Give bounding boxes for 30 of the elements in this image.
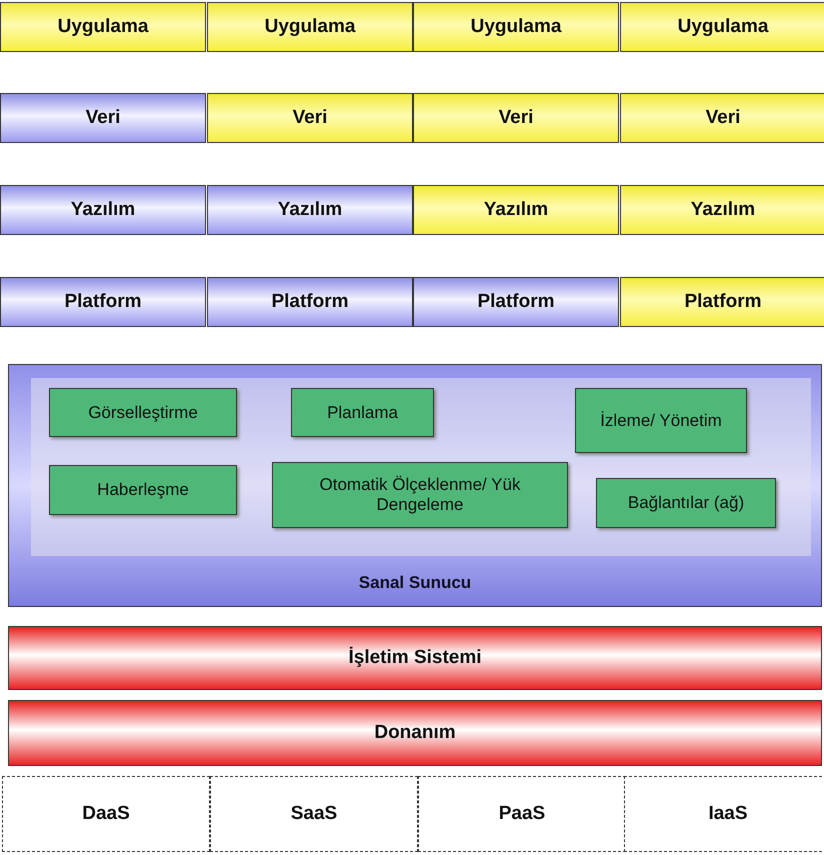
layer-cell: Yazılım [413, 185, 619, 235]
layer-cell: Platform [413, 277, 619, 327]
layer-cell: Uygulama [620, 2, 824, 52]
layer-cell: Platform [0, 277, 206, 327]
band-title: Sanal Sunucu [358, 573, 472, 593]
service-box: İzleme/ Yönetim [575, 388, 747, 453]
service-model-cell: IaaS [624, 776, 824, 852]
layer-cell: Uygulama [413, 2, 619, 52]
layer-bar: Donanım [8, 700, 822, 766]
layer-bar: İşletim Sistemi [8, 626, 822, 690]
layer-cell: Yazılım [207, 185, 413, 235]
layer-cell: Yazılım [620, 185, 824, 235]
service-model-cell: PaaS [418, 776, 626, 852]
layer-cell: Uygulama [207, 2, 413, 52]
service-model-cell: DaaS [2, 776, 210, 852]
service-box: Planlama [291, 388, 434, 437]
layer-cell: Yazılım [0, 185, 206, 235]
layer-cell: Platform [620, 277, 824, 327]
layer-cell: Veri [0, 93, 206, 143]
service-box: Bağlantılar (ağ) [596, 478, 776, 528]
service-box: Otomatik Ölçeklenme/ Yük Dengeleme [272, 462, 568, 528]
layer-cell: Veri [413, 93, 619, 143]
layer-cell: Uygulama [0, 2, 206, 52]
virtual-server-band [8, 364, 822, 607]
service-box: Haberleşme [49, 465, 237, 515]
layer-cell: Veri [207, 93, 413, 143]
layer-cell: Platform [207, 277, 413, 327]
layer-cell: Veri [620, 93, 824, 143]
service-box: Görselleştirme [49, 388, 237, 437]
service-model-cell: SaaS [210, 776, 418, 852]
